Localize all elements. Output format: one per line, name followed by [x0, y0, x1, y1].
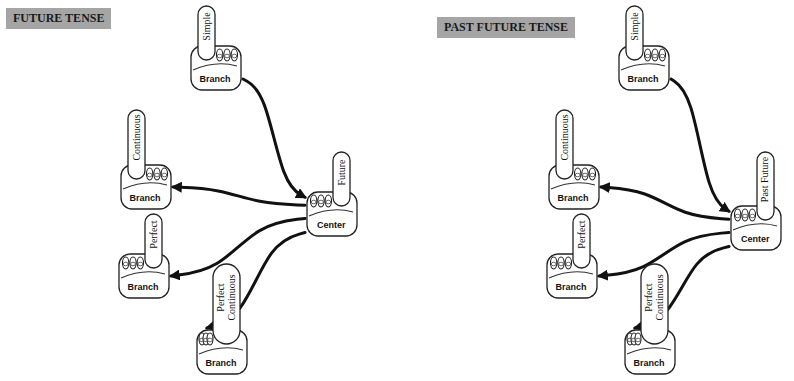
finger-label: Perfect	[148, 219, 159, 249]
title-band: PAST FUTURE TENSE	[437, 17, 575, 38]
hand-figure: Perfect ContinuousBranch	[194, 262, 252, 377]
finger-label: Simple	[201, 11, 212, 41]
palm-label: Branch	[130, 194, 163, 204]
hand-figure: ContinuousBranch	[118, 108, 176, 212]
palm-label: Branch	[556, 283, 589, 293]
title-band: FUTURE TENSE	[6, 8, 111, 29]
finger-label: Past Future	[760, 156, 771, 203]
palm-label: Branch	[128, 283, 161, 293]
finger-label: Perfect Continuous	[644, 268, 665, 326]
hand-figure: PerfectBranch	[116, 212, 174, 301]
hand-figure: Perfect ContinuousBranch	[622, 262, 680, 377]
palm-label: Branch	[206, 359, 239, 369]
curved-arrow	[601, 187, 729, 219]
curved-arrow	[243, 79, 305, 197]
palm-label: Center	[317, 221, 347, 231]
hand-figure: PerfectBranch	[544, 212, 602, 301]
palm-label: Branch	[628, 75, 661, 85]
palm-label: Branch	[558, 194, 591, 204]
finger-label: Continuous	[131, 114, 142, 162]
palm-label: Center	[741, 235, 771, 245]
palm-label: Branch	[634, 359, 667, 369]
curved-arrow	[671, 79, 729, 211]
title-text: FUTURE TENSE	[13, 11, 104, 26]
curved-arrow	[173, 187, 305, 205]
hand-figure: Past FutureCenter	[728, 150, 786, 253]
finger-label: Continuous	[559, 114, 570, 162]
hand-figure: SimpleBranch	[188, 4, 246, 93]
title-text: PAST FUTURE TENSE	[444, 20, 568, 35]
hand-figure: ContinuousBranch	[546, 108, 604, 212]
finger-label: Perfect Continuous	[216, 268, 237, 326]
finger-label: Future	[336, 158, 347, 186]
palm-label: Branch	[200, 75, 233, 85]
hand-figure: SimpleBranch	[616, 4, 674, 93]
finger-label: Simple	[629, 11, 640, 41]
hand-figure: FutureCenter	[304, 150, 362, 239]
finger-label: Perfect	[576, 219, 587, 249]
curved-arrow	[171, 218, 305, 276]
